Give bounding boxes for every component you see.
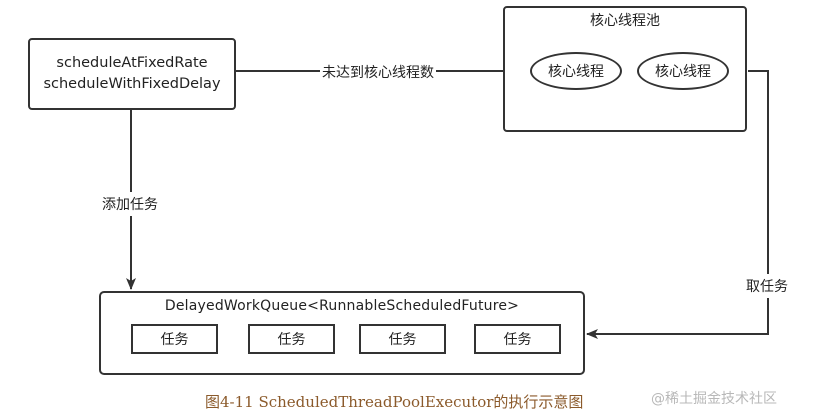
arrow-core-thread-to-queue [586, 70, 769, 339]
method-schedule-with-fixed-delay: scheduleWithFixedDelay [43, 76, 221, 92]
edge-label-not-reached-core: 未达到核心线程数 [320, 62, 436, 82]
edge-label-take-task: 取任务 [746, 274, 788, 298]
method-schedule-at-fixed-rate: scheduleAtFixedRate [56, 55, 208, 71]
delayed-work-queue-title: DelayedWorkQueue<RunnableScheduledFuture… [164, 298, 520, 314]
schedule-methods-box: scheduleAtFixedRate scheduleWithFixedDel… [28, 38, 236, 110]
edge-label-add-task: 添加任务 [102, 192, 158, 216]
queue-task-4: 任务 [474, 324, 561, 354]
core-thread-1: 核心线程 [530, 52, 622, 90]
watermark: @稀土掘金技术社区 [651, 391, 777, 407]
queue-task-3: 任务 [359, 324, 446, 354]
figure-caption: 图4-11 ScheduledThreadPoolExecutor的执行示意图 [205, 393, 584, 411]
queue-task-2: 任务 [248, 324, 335, 354]
core-thread-pool-title: 核心线程池 [590, 13, 660, 29]
queue-task-1: 任务 [131, 324, 218, 354]
core-thread-2: 核心线程 [637, 52, 729, 90]
